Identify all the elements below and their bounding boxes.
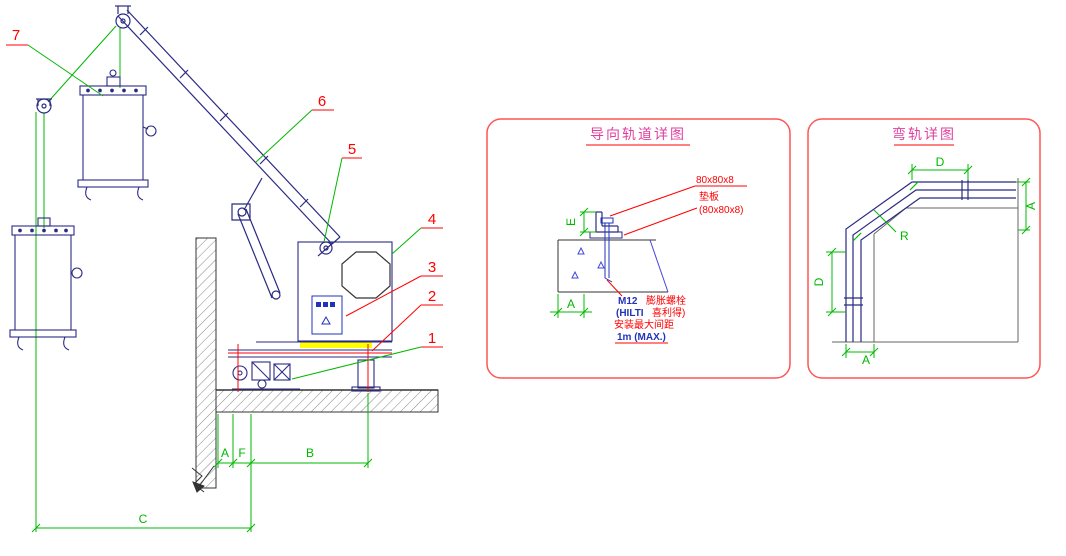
dim-e-lines bbox=[579, 207, 596, 237]
concrete-outline bbox=[557, 239, 668, 293]
trolley-wheels bbox=[232, 361, 300, 390]
slab-edge-line bbox=[649, 239, 669, 293]
dim-label-c: C bbox=[139, 512, 148, 526]
bent-rail bbox=[844, 180, 1016, 342]
roof-machine bbox=[228, 241, 393, 392]
dim-a-bottom-lines bbox=[841, 344, 879, 358]
bolt-model-label: M12 bbox=[618, 296, 638, 307]
spacing-value-label: 1m (MAX.) bbox=[617, 332, 666, 343]
callout-1: 1 bbox=[428, 330, 436, 347]
control-panel bbox=[311, 295, 343, 335]
building-corner bbox=[832, 178, 1019, 343]
pad-label: 垫板 bbox=[699, 190, 719, 203]
detail-box-border bbox=[807, 118, 1041, 379]
dim-d-top-lines bbox=[907, 164, 973, 180]
detail1-dim-a: A bbox=[567, 297, 575, 311]
dim-a-right: A bbox=[1024, 202, 1038, 210]
concrete-symbols bbox=[571, 246, 605, 279]
boom-jib bbox=[117, 9, 341, 245]
bend-rail-detail: 弯轨详图 bbox=[807, 118, 1041, 379]
dim-label-a: A bbox=[221, 446, 229, 460]
bend-rail-title: 弯轨详图 bbox=[892, 126, 956, 142]
brand-left-label: (HILTI bbox=[616, 308, 644, 319]
track-highlight bbox=[300, 342, 372, 348]
track-rails bbox=[228, 341, 392, 358]
brand-right-label: 喜利得) bbox=[652, 306, 685, 319]
anchor-bolts bbox=[237, 344, 369, 392]
callout-6: 6 bbox=[318, 93, 326, 110]
dim-a-bottom: A bbox=[862, 353, 870, 367]
bolt-name-label: 膨胀螺栓 bbox=[646, 294, 686, 307]
dim-d-left-lines bbox=[826, 247, 846, 317]
dim-d-top: D bbox=[936, 155, 945, 169]
hoist-drum-octagon bbox=[341, 251, 391, 299]
radius-label: R bbox=[900, 229, 909, 243]
cradle-upper bbox=[77, 69, 157, 201]
dim-d-left: D bbox=[812, 277, 826, 286]
callout-2: 2 bbox=[428, 288, 436, 305]
angle-size-label: 80x80x8 bbox=[696, 175, 734, 186]
guide-rail-detail: 导向轨道详图 bbox=[486, 118, 791, 379]
dim-a-right-lines bbox=[1016, 177, 1031, 235]
detail-box-border bbox=[486, 118, 791, 379]
pad-size-label: (80x80x8) bbox=[699, 205, 743, 216]
base-pad bbox=[589, 231, 623, 239]
steel-angle bbox=[595, 211, 619, 233]
support-leg bbox=[351, 359, 381, 392]
radius-leader bbox=[873, 209, 897, 233]
callouts: 7 6 5 4 3 2 1 bbox=[6, 27, 443, 380]
suspension-ropes bbox=[35, 25, 121, 532]
boom-tip-sheave bbox=[317, 241, 335, 257]
cradle-lower bbox=[9, 217, 83, 351]
dim-label-f: F bbox=[238, 446, 245, 460]
break-mark bbox=[191, 465, 215, 493]
secondary-pulley bbox=[36, 98, 52, 114]
bottom-dimensions bbox=[31, 393, 373, 533]
callout-4: 4 bbox=[428, 211, 436, 228]
callout-5: 5 bbox=[348, 141, 356, 158]
callout-3: 3 bbox=[428, 259, 436, 276]
dim-label-b: B bbox=[306, 446, 314, 460]
guide-rail-title: 导向轨道详图 bbox=[590, 126, 686, 142]
dim-label-e: E bbox=[564, 218, 578, 226]
main-elevation-view: A F B C 7 6 5 4 3 2 1 bbox=[6, 5, 443, 533]
floor-slab-section bbox=[215, 389, 439, 413]
dim-a-lines bbox=[550, 294, 592, 318]
spacing-note-label: 安装最大间距 bbox=[614, 318, 674, 331]
bend-ticks bbox=[852, 181, 919, 242]
luffing-cylinder bbox=[231, 177, 281, 300]
top-pulley bbox=[115, 5, 131, 29]
callout-7: 7 bbox=[12, 27, 20, 44]
expansion-bolt bbox=[600, 217, 614, 283]
wall-section bbox=[195, 237, 217, 489]
